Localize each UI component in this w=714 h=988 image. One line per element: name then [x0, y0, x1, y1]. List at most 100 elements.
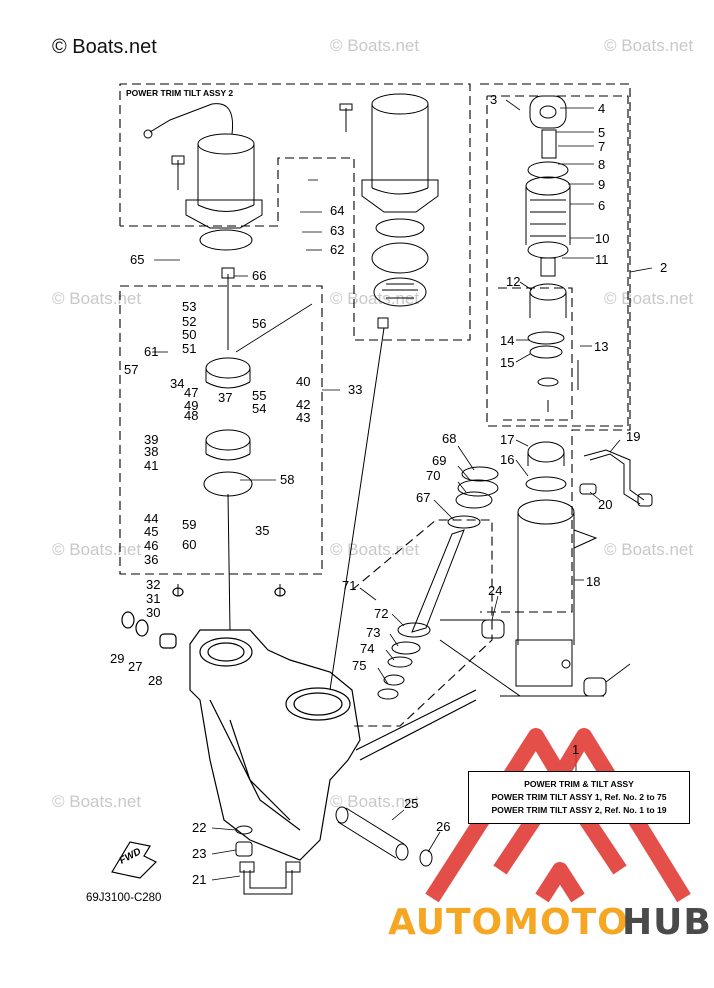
watermark: © Boats.net — [604, 540, 694, 559]
part-number: 22 — [192, 820, 207, 835]
part-number: 24 — [488, 583, 503, 598]
part-number: 43 — [296, 410, 311, 425]
part-number: 32 — [146, 577, 161, 592]
part-number: 67 — [416, 490, 431, 505]
part-number: 49 — [184, 398, 199, 413]
watermark: © Boats.net — [330, 289, 420, 308]
part-number: 73 — [366, 625, 381, 640]
motor-right — [329, 93, 439, 691]
part-number: 16 — [500, 452, 515, 467]
watermark: © Boats.net — [604, 36, 694, 55]
part-number: 59 — [182, 517, 197, 532]
part-number: 74 — [360, 641, 375, 656]
tilt-cylinder-box — [480, 83, 631, 613]
boats-net-logo: © Boats.net — [52, 36, 157, 58]
part-number: 1 — [572, 742, 580, 757]
group-label-assy2: POWER TRIM TILT ASSY 2 — [126, 88, 234, 98]
part-number: 50 — [182, 327, 197, 342]
part-number: 2 — [660, 260, 668, 275]
part-number: 28 — [148, 673, 163, 688]
part-number: 38 — [144, 444, 159, 459]
part-number: 66 — [252, 268, 267, 283]
valve-stack — [177, 267, 281, 631]
part-number: 44 — [144, 511, 159, 526]
part-number: 31 — [146, 591, 161, 606]
watermark: © Boats.net — [604, 289, 694, 308]
bracket — [121, 587, 477, 861]
trim-cyl-box — [351, 519, 493, 727]
part-number: 34 — [170, 376, 185, 391]
part-number: 11 — [595, 252, 609, 267]
part-number: 3 — [490, 92, 498, 107]
inner-box-3 — [486, 95, 629, 427]
part-number: 60 — [182, 537, 197, 552]
part-number: 26 — [436, 819, 451, 834]
legend-line-1: POWER TRIM TILT ASSY 1, Ref. No. 2 to 75 — [491, 792, 667, 802]
part-number: 4 — [598, 101, 606, 116]
part-number: 55 — [252, 388, 267, 403]
part-number: 69 — [432, 453, 447, 468]
part-number: 53 — [182, 299, 197, 314]
part-number: 62 — [330, 242, 345, 257]
watermark: © Boats.net — [330, 792, 420, 811]
part-number: 48 — [184, 408, 199, 423]
pin-and-fittings — [235, 806, 433, 895]
part-number: 15 — [500, 355, 515, 370]
part-number: 52 — [182, 314, 197, 329]
part-number: 36 — [144, 552, 159, 567]
main-cylinder — [439, 449, 653, 697]
part-number: 56 — [252, 316, 267, 331]
part-number: 17 — [500, 432, 515, 447]
part-number: 61 — [144, 344, 159, 359]
part-number: 64 — [330, 203, 345, 218]
part-number: 41 — [144, 458, 159, 473]
part-number: 14 — [500, 333, 515, 348]
watermark: © Boats.net — [52, 792, 142, 811]
part-number: 6 — [598, 198, 606, 213]
part-number: 13 — [594, 339, 609, 354]
motor-left — [143, 103, 263, 251]
part-number: 27 — [128, 659, 143, 674]
part-number: 25 — [404, 796, 419, 811]
part-number: 70 — [426, 468, 441, 483]
part-number: 30 — [146, 605, 161, 620]
part-number: 35 — [255, 523, 270, 538]
assy2-box — [119, 83, 471, 341]
fwd-arrow — [111, 841, 158, 879]
valve-box — [119, 285, 323, 575]
part-number: 75 — [352, 658, 367, 673]
leader-lines — [152, 99, 653, 881]
part-number: 37 — [218, 390, 233, 405]
trim-rod — [377, 466, 499, 700]
part-number: 63 — [330, 223, 345, 238]
part-number: 51 — [182, 341, 197, 356]
part-number: 5 — [598, 125, 606, 140]
part-number: 42 — [296, 397, 311, 412]
part-number: 21 — [192, 872, 207, 887]
part-number: 39 — [144, 432, 159, 447]
legend-title: POWER TRIM & TILT ASSY — [524, 779, 634, 789]
piston-box — [498, 287, 573, 421]
part-number: 18 — [586, 574, 601, 589]
brand-part2: HUB — [622, 902, 712, 943]
watermark: © Boats.net — [52, 289, 142, 308]
drawing-code: 69J3100-C280 — [86, 892, 162, 904]
part-number: 68 — [442, 431, 457, 446]
part-number: 47 — [184, 385, 199, 400]
part-number: 65 — [130, 252, 145, 267]
part-number: 23 — [192, 846, 207, 861]
part-number: 58 — [280, 472, 295, 487]
part-number: 33 — [348, 382, 363, 397]
part-number: 20 — [598, 497, 613, 512]
part-number: 19 — [626, 429, 641, 444]
tilt-parts — [525, 95, 579, 492]
part-number: 54 — [252, 401, 267, 416]
part-number: 8 — [598, 157, 606, 172]
watermark: © Boats.net — [330, 540, 420, 559]
part-number: 45 — [144, 524, 159, 539]
brand-part1: AUTOMOTO — [388, 902, 629, 943]
part-number: 72 — [374, 606, 389, 621]
part-number: 10 — [595, 231, 610, 246]
part-number: 46 — [144, 538, 159, 553]
